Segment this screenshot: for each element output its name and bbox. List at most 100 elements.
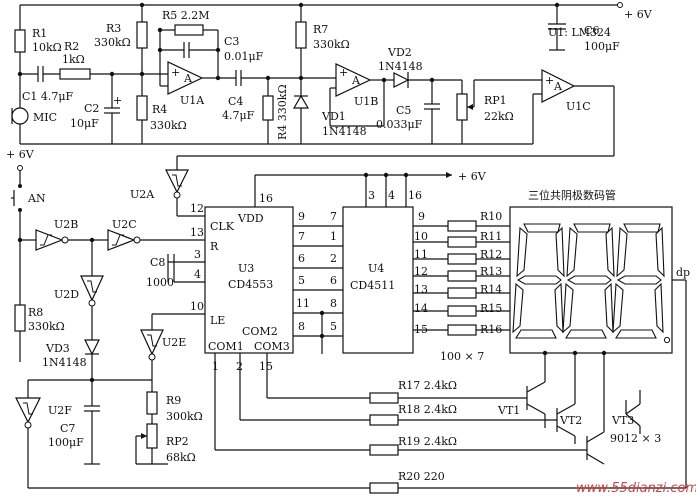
svg-text:CD4553: CD4553 (228, 278, 273, 291)
digit-3 (612, 223, 671, 344)
seg-line-f: 14 R15 (413, 302, 510, 317)
svg-text:U4: U4 (368, 262, 384, 275)
svg-text:VT3: VT3 (611, 414, 634, 427)
capacitor-c1: C1 4.7μF (20, 66, 74, 103)
svg-text:6: 6 (330, 274, 337, 287)
svg-text:3: 3 (194, 248, 201, 261)
svg-text:22kΩ: 22kΩ (484, 110, 514, 123)
svg-text:10: 10 (190, 300, 204, 313)
resistor-r8: R8 330kΩ (14, 240, 65, 362)
seg-line-c: 11 R12 (413, 248, 510, 265)
svg-text:1N4148: 1N4148 (378, 60, 423, 73)
svg-text:1kΩ: 1kΩ (62, 53, 85, 66)
svg-text:C1 4.7μF: C1 4.7μF (22, 90, 74, 103)
seg-line-b: 10 R11 (413, 230, 510, 248)
svg-text:U2F: U2F (48, 404, 72, 417)
microphone: MIC (11, 74, 57, 144)
svg-text:14: 14 (414, 302, 428, 315)
svg-text:+ 6V: + 6V (6, 148, 35, 161)
svg-text:R10: R10 (480, 210, 502, 223)
svg-text:+: + (339, 66, 348, 79)
svg-text:R8: R8 (28, 306, 43, 319)
svg-text:C4: C4 (228, 95, 243, 108)
svg-text:330kΩ: 330kΩ (313, 38, 350, 51)
svg-text:U2D: U2D (54, 288, 79, 301)
svg-text:8: 8 (298, 320, 305, 333)
svg-text:+: + (545, 74, 554, 87)
svg-text:330kΩ: 330kΩ (94, 36, 131, 49)
svg-text:U2C: U2C (112, 218, 137, 231)
svg-text:8: 8 (330, 297, 337, 310)
watermark: www.55dianzi.com (576, 481, 696, 496)
svg-text:0.01μF: 0.01μF (224, 50, 264, 63)
svg-text:9: 9 (298, 210, 305, 223)
display-title: 三位共阴极数码管 (528, 188, 616, 202)
inverter-u2a: U2A (130, 156, 205, 217)
transistor-vt3: VT3 9012 × 3 (586, 370, 661, 465)
svg-text:6: 6 (298, 252, 305, 265)
resistor-r2: R2 1kΩ (59, 40, 115, 80)
transistor-vt2: VT2 (556, 370, 582, 444)
capacitor-c6: C6 100μF (548, 5, 620, 53)
svg-text:RP1: RP1 (484, 94, 507, 107)
svg-text:R3: R3 (106, 22, 121, 35)
svg-text:15: 15 (259, 360, 273, 373)
inverter-u2e: U2E (140, 313, 205, 380)
svg-text:R20 220: R20 220 (398, 470, 445, 483)
svg-text:9012 × 3: 9012 × 3 (610, 432, 661, 445)
svg-text:1N4148: 1N4148 (322, 125, 367, 138)
capacitor-c8: C8 1000 (146, 254, 205, 289)
svg-text:R4: R4 (152, 103, 167, 116)
svg-text:C3: C3 (224, 35, 239, 48)
svg-text:VT1: VT1 (497, 404, 520, 417)
svg-text:U2B: U2B (54, 218, 78, 231)
inverter-u2f: U2F (15, 379, 370, 489)
svg-text:1: 1 (330, 230, 337, 243)
svg-text:4: 4 (388, 189, 395, 202)
svg-text:10kΩ: 10kΩ (32, 41, 62, 54)
svg-text:7: 7 (298, 230, 305, 243)
svg-text:R9: R9 (166, 394, 181, 407)
svg-text:U2E: U2E (162, 336, 186, 349)
svg-text:COM1: COM1 (208, 340, 244, 353)
svg-text:R13: R13 (480, 265, 502, 278)
opamp-u1a: + A U1A (142, 27, 221, 107)
svg-text:R11: R11 (480, 230, 502, 243)
svg-text:1N4148: 1N4148 (42, 356, 87, 369)
svg-text:CD4511: CD4511 (350, 279, 395, 292)
svg-text:12: 12 (190, 202, 204, 215)
resistor-r1: R1 10kΩ (14, 5, 62, 77)
digit-1 (512, 223, 565, 339)
digit-2 (562, 223, 615, 339)
svg-text:C2: C2 (84, 102, 99, 115)
svg-text:7: 7 (330, 210, 337, 223)
svg-text:R7: R7 (313, 23, 328, 36)
svg-text:9: 9 (418, 210, 425, 223)
svg-text:100μF: 100μF (48, 436, 84, 449)
svg-text:1000: 1000 (146, 276, 174, 289)
svg-text:330kΩ: 330kΩ (150, 119, 187, 132)
capacitor-c5: C5 0.033μF (376, 80, 440, 144)
svg-text:U1C: U1C (566, 100, 591, 113)
svg-text:13: 13 (414, 283, 428, 296)
diode-vd2: VD2 1N4148 (378, 46, 435, 88)
svg-text:R12: R12 (480, 248, 502, 261)
svg-text:300kΩ: 300kΩ (166, 410, 203, 423)
svg-text:0.033μF: 0.033μF (376, 118, 423, 131)
svg-text:R18 2.4kΩ: R18 2.4kΩ (398, 403, 457, 416)
svg-text:RP2: RP2 (166, 435, 189, 448)
diode-vd3: VD3 1N4148 (42, 339, 100, 383)
svg-text:R15: R15 (480, 302, 502, 315)
svg-text:U2A: U2A (130, 188, 155, 201)
svg-text:R4 330kΩ: R4 330kΩ (276, 84, 289, 140)
bcd-bus: 7 1 2 6 8 5 (293, 210, 343, 354)
svg-text:U1B: U1B (354, 95, 378, 108)
svg-text:10μF: 10μF (70, 117, 99, 130)
svg-text:AN: AN (27, 192, 46, 205)
svg-text:5: 5 (330, 320, 337, 333)
segment-resistor-array: 9 R10 10 R11 11 R12 12 R13 1 (413, 210, 510, 363)
svg-text:3: 3 (368, 189, 375, 202)
svg-text:VD2: VD2 (387, 46, 412, 59)
resistor-r9: R9 300kΩ (146, 380, 203, 424)
